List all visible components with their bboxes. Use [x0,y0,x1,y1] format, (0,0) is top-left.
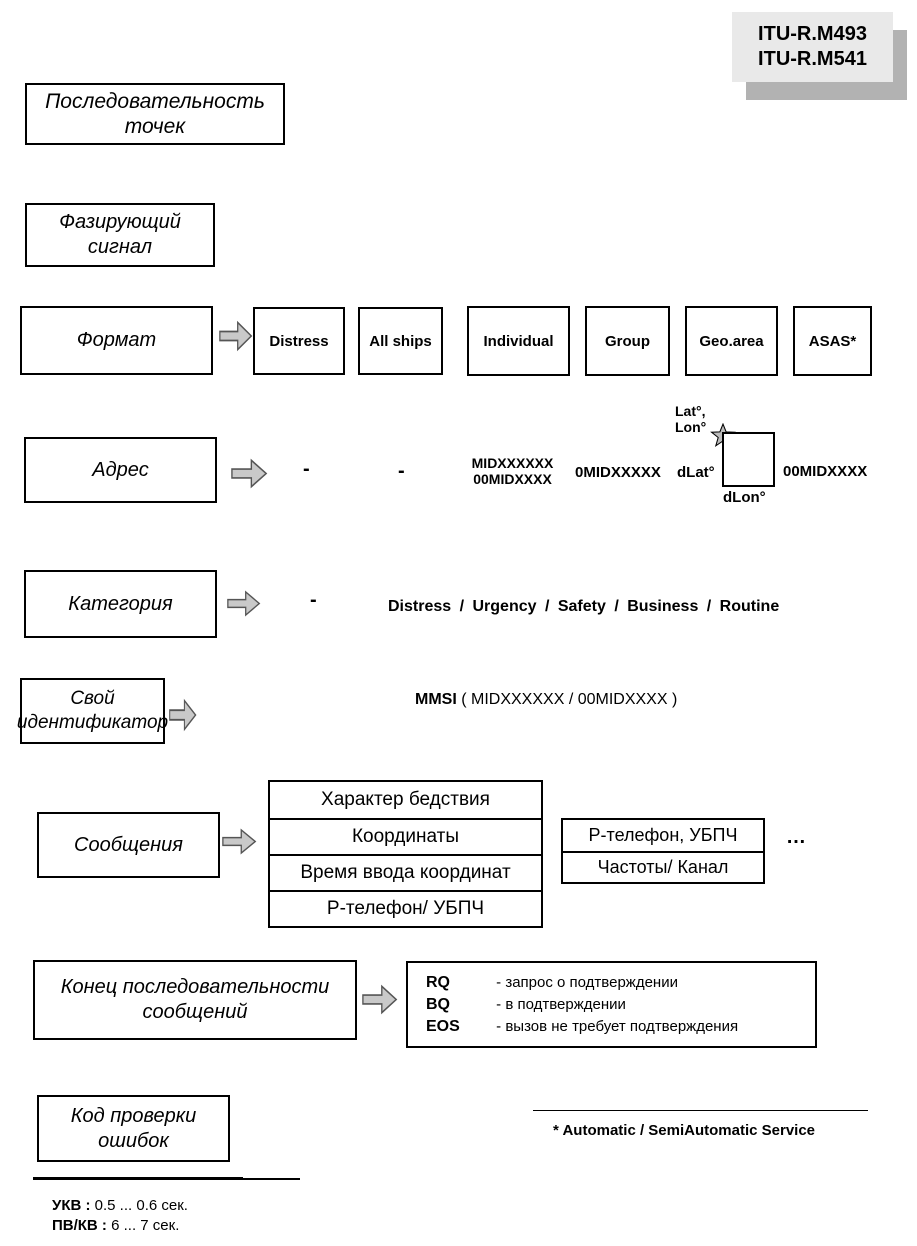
messages-table-main: Характер бедствия Координаты Время ввода… [268,780,543,928]
timing-vhf-label: УКВ : [52,1197,91,1214]
footnote-divider [533,1110,868,1111]
eos-code-bq: BQ [426,995,450,1013]
messages-ellipsis: … [786,826,808,848]
category-options: Distress / Urgency / Safety / Business /… [388,598,780,615]
arrow-right-icon [231,458,268,489]
timing-divider-thick [33,1177,243,1180]
arrow-right-icon [169,698,197,732]
format-option-all-ships: All ships [358,307,443,375]
table-row: Р-телефон, УБПЧ [563,820,763,851]
message-field-label: Р-телефон/ УБПЧ [326,898,485,919]
timing-mfhf-value: 6 ... 7 сек. [111,1217,180,1234]
asas-footnote: * Automatic / SemiAutomatic Service [553,1122,816,1139]
stage-self-id-label: Свой идентификатор [16,688,169,733]
format-option-label: Distress [269,332,329,350]
table-row: Р-телефон/ УБПЧ [270,890,541,926]
table-row: Координаты [270,818,541,854]
stage-category-box: Категория [24,570,217,638]
geo-area-square [722,432,775,487]
stage-messages-label: Сообщения [74,833,183,856]
address-auto-service-id: 00MIDXXXX [783,463,868,480]
format-option-asas: ASAS* [793,306,872,376]
address-lon-label: Lon° [675,419,707,435]
address-lat-label: Lat°, [675,403,706,419]
itu-standard-2: ITU-R.M541 [758,48,867,70]
message-field-label: Характер бедствия [321,789,490,810]
format-option-distress: Distress [253,307,345,375]
format-option-geo-area: Geo.area [685,306,778,376]
address-latlon-label: Lat°, Lon° [675,403,706,435]
arrow-right-icon [222,828,257,855]
message-field-label: Время ввода координат [300,862,511,883]
address-individual-id-1: MIDXXXXXX [471,455,554,471]
eos-code-eos: EOS [426,1017,460,1035]
address-individual-id-2: 00MIDXXXX [473,471,552,487]
stage-eos-label: Конец последовательности сообщений [60,976,330,1023]
stage-phasing-box: Фазирующий сигнал [25,203,215,267]
message-field-label: Частоты/ Канал [597,857,729,877]
table-row: Время ввода координат [270,854,541,890]
itu-standards-box: ITU-R.M493 ITU-R.M541 [732,12,893,82]
timing-divider-thin [243,1178,300,1180]
address-dlon-label: dLon° [723,489,766,506]
timing-mfhf: ПВ/КВ : 6 ... 7 сек. [52,1216,179,1236]
arrow-right-icon [227,590,261,617]
message-field-label: Координаты [351,826,460,847]
stage-dot-sequence-label: Последовательность точек [45,90,265,138]
stage-address-label: Адрес [92,458,149,481]
stage-format-label: Формат [76,329,157,351]
address-dash-all-ships: - [398,460,405,482]
format-option-group: Group [585,306,670,376]
eos-codes-box: RQ - запрос о подтверждении BQ - в подтв… [406,961,817,1048]
address-group-id: 0MIDXXXXX [575,464,661,481]
arrow-right-icon [219,320,253,352]
message-field-label: Р-телефон, УБПЧ [588,825,738,845]
stage-dot-sequence-box: Последовательность точек [25,83,285,145]
mmsi-label: MMSI [415,691,457,708]
address-individual-ids: MIDXXXXXX 00MIDXXXX [455,455,570,487]
format-option-label: Group [605,332,650,350]
eos-desc-eos: - вызов не требует подтверждения [496,1017,739,1035]
messages-table-secondary: Р-телефон, УБПЧ Частоты/ Канал [561,818,765,884]
arrow-right-icon [362,984,398,1015]
eos-code-row: BQ - в подтверждении [426,994,815,1016]
stage-error-check-box: Код проверки ошибок [37,1095,230,1162]
address-dlat-label: dLat° [677,464,715,481]
eos-code-rq: RQ [426,973,450,991]
eos-code-row: EOS - вызов не требует подтверждения [426,1016,815,1038]
format-option-label: Geo.area [699,332,764,350]
eos-desc-bq: - в подтверждении [496,995,626,1013]
table-row: Частоты/ Канал [563,851,763,882]
eos-code-row: RQ - запрос о подтверждении [426,972,815,994]
self-id-value: MMSI ( MIDXXXXXX / 00MIDXXXX ) [415,691,677,709]
table-row: Характер бедствия [270,782,541,818]
format-option-label: All ships [369,332,432,350]
stage-phasing-label: Фазирующий сигнал [59,211,181,258]
eos-desc-rq: - запрос о подтверждении [496,973,678,991]
format-option-label: ASAS* [808,332,857,350]
stage-category-label: Категория [68,592,173,615]
address-dash-distress: - [303,458,310,480]
stage-error-check-label: Код проверки ошибок [70,1104,197,1152]
stage-messages-box: Сообщения [37,812,220,878]
stage-format-box: Формат [20,306,213,375]
mmsi-detail: ( MIDXXXXXX / 00MIDXXXX ) [461,691,678,708]
stage-address-box: Адрес [24,437,217,503]
timing-mfhf-label: ПВ/КВ : [52,1217,107,1234]
category-dash: - [310,589,317,611]
timing-vhf: УКВ : 0.5 ... 0.6 сек. [52,1196,188,1216]
format-option-individual: Individual [467,306,570,376]
stage-eos-box: Конец последовательности сообщений [33,960,357,1040]
format-option-label: Individual [483,332,554,350]
timing-vhf-value: 0.5 ... 0.6 сек. [94,1197,188,1214]
itu-standard-1: ITU-R.M493 [758,23,867,45]
stage-self-id-box: Свой идентификатор [16,678,169,744]
